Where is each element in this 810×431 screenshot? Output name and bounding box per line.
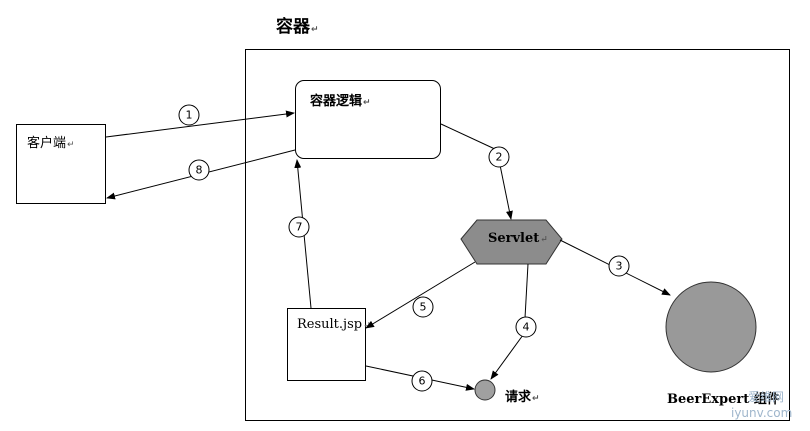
- edge-logic-to-servlet-b: [499, 164, 513, 220]
- watermark-top: 爱维网: [748, 390, 785, 404]
- request-circle: [474, 379, 496, 401]
- client-node: 客户端↵: [16, 124, 106, 204]
- request-label: 请求↵: [505, 390, 540, 405]
- step-marker-6: [411, 370, 433, 392]
- step-marker-4: [515, 316, 537, 338]
- step-label-6: 6: [419, 375, 426, 388]
- step-label-2: 2: [496, 151, 503, 164]
- step-marker-5: [412, 296, 434, 318]
- container-logic-node: 容器逻辑↵: [295, 80, 441, 159]
- step-label-7: 7: [296, 221, 303, 234]
- beer-expert-label: BeerExpert 组件: [667, 392, 780, 407]
- step-marker-7: [288, 216, 310, 238]
- servlet-hexagon: [460, 219, 563, 265]
- step-marker-3: [608, 255, 630, 277]
- container-boundary: [245, 49, 790, 421]
- beer-expert-circle: [665, 281, 757, 373]
- client-label: 客户端↵: [27, 136, 75, 151]
- step-label-4: 4: [523, 321, 530, 334]
- edge-logic-to-servlet-a: [440, 123, 498, 151]
- step-marker-8: [188, 159, 210, 181]
- edge-servlet-to-result: [365, 261, 476, 329]
- step-label-5: 5: [420, 301, 427, 314]
- servlet-label: Servlet↵: [488, 231, 548, 246]
- edge-servlet-to-request: [524, 263, 529, 319]
- step-label-8: 8: [196, 164, 203, 177]
- step-marker-1: [178, 104, 200, 126]
- edge-servlet-to-request-b: [490, 334, 524, 380]
- step-label-3: 3: [616, 260, 623, 273]
- watermark-bottom: iyunv.com: [731, 406, 793, 420]
- edge-client-to-logic: [105, 110, 295, 138]
- container-logic-label: 容器逻辑↵: [310, 94, 371, 109]
- step-marker-2: [488, 146, 510, 168]
- step-label-1: 1: [186, 109, 193, 122]
- diagram-title: 容器↵: [276, 17, 319, 37]
